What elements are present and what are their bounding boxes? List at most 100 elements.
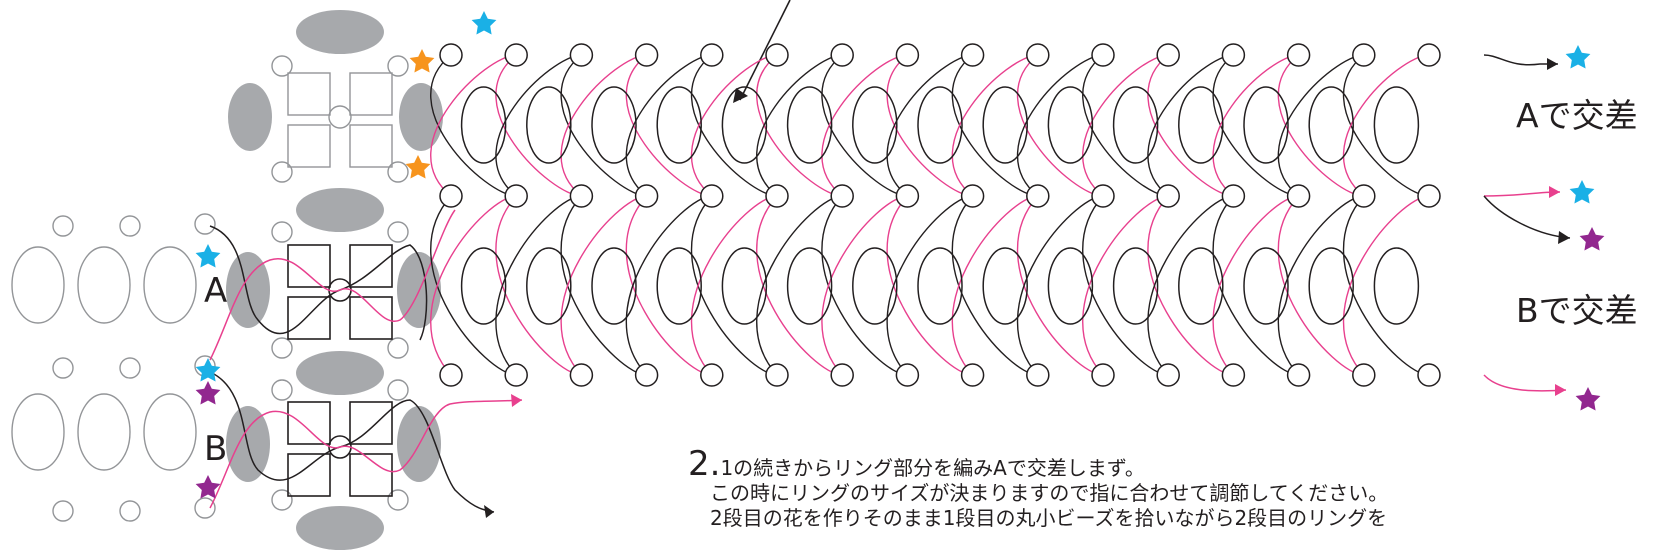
thread-strand [1342,54,1430,197]
small-bead [1156,363,1180,387]
ring-bead [1178,247,1224,325]
thread-strand [625,195,712,376]
instruction-line-1: 2.1の続きからリング部分を編みAで交差しまず。 [688,447,1648,481]
small-bead [895,184,920,208]
small-bead [1417,363,1441,387]
thread-strand [1212,195,1299,376]
thread-strand [951,54,1038,197]
small-bead [1026,184,1050,208]
thread-strand [886,54,973,197]
small-bead [634,43,659,67]
thread-strand [1082,195,1169,376]
thread-strand [821,54,908,197]
thread-strand [1277,54,1364,197]
thread-strand [1147,195,1234,376]
thread-strand [1016,195,1104,376]
ring-bead [1112,86,1159,164]
cyan-star-icon [1569,180,1595,204]
thread-strand [430,54,517,197]
thread-strand [495,195,582,376]
cyan-star-icon [195,358,221,382]
cross-b-label: Bで交差 [1516,291,1638,330]
small-bead [1286,363,1311,387]
small-bead [1026,363,1050,387]
thread-strand [560,195,647,376]
small-bead [1026,43,1050,67]
ring-bead [982,86,1028,164]
thread-strand [886,54,973,197]
thread-strand [430,195,517,376]
thread-strand [625,54,712,197]
thread-strand [951,195,1038,376]
small-bead [569,43,594,67]
marker-a-label: A [204,271,227,311]
flower-a [209,209,456,395]
instruction-text-1: 1の続きからリング部分を編みAで交差しまず。 [720,456,1145,480]
thread-strand [1016,54,1104,197]
small-bead [1156,184,1180,208]
small-bead [895,363,920,387]
thread-strand [1082,195,1169,376]
ring-bead [982,247,1028,325]
small-bead [1417,184,1441,208]
cyan-star-icon [195,244,221,268]
thread-strand [1147,54,1234,197]
thread-strand [560,54,647,197]
left-beads [11,213,216,522]
small-bead [830,184,854,208]
orange-star-icon [405,155,431,179]
thread-strand [690,54,778,197]
small-bead [765,43,789,67]
thread-strand [1082,54,1169,197]
thread-strand [1147,195,1234,376]
small-bead [634,363,659,387]
thread-strand [756,195,843,376]
thread-strand [1277,54,1364,197]
ring-bead [591,86,637,164]
ring-bead [1308,247,1354,325]
ring-bead [1243,247,1289,325]
thread-strand [1016,54,1104,197]
thread-strand [690,195,778,376]
ring-bead [917,86,963,164]
thread-strand [951,195,1038,376]
small-bead [569,184,594,208]
thread-strand [1016,195,1104,376]
instruction-line-2: この時にリングのサイズが決まりますので指に合わせて調節してください。 [710,481,1389,505]
ring-band [430,43,1441,387]
thread-strand [690,195,778,376]
small-bead [1091,363,1115,387]
instructions: 2.1の続きからリング部分を編みAで交差しまず。 この時にリングのサイズが決まり… [688,447,1648,531]
small-bead [504,184,528,208]
ring-bead [460,247,507,325]
ring-bead [1112,247,1159,325]
small-bead [1417,43,1441,67]
small-bead [1286,184,1311,208]
thread-strand [560,195,647,376]
purple-star-icon [195,381,221,405]
small-bead [765,184,789,208]
small-bead [439,363,463,387]
ring-bead [526,86,572,164]
small-bead [895,43,920,67]
thread-strand [951,54,1038,197]
small-bead [1156,43,1180,67]
small-bead [700,363,724,387]
thread-strand [821,54,908,197]
thread-strand [1082,54,1169,197]
ring-bead [852,247,898,325]
ring-bead [591,247,637,325]
thread-strand [756,195,843,376]
small-bead [504,363,528,387]
thread-strand [1342,195,1430,376]
ring-bead [1373,86,1420,164]
thread-strand [756,54,843,197]
ring-bead [852,86,898,164]
thread-strand [430,54,517,197]
thread-strand [886,195,973,376]
ring-bead [1308,86,1354,164]
thread-strand [495,195,582,376]
ring-bead [1373,247,1420,325]
small-bead [504,43,528,67]
